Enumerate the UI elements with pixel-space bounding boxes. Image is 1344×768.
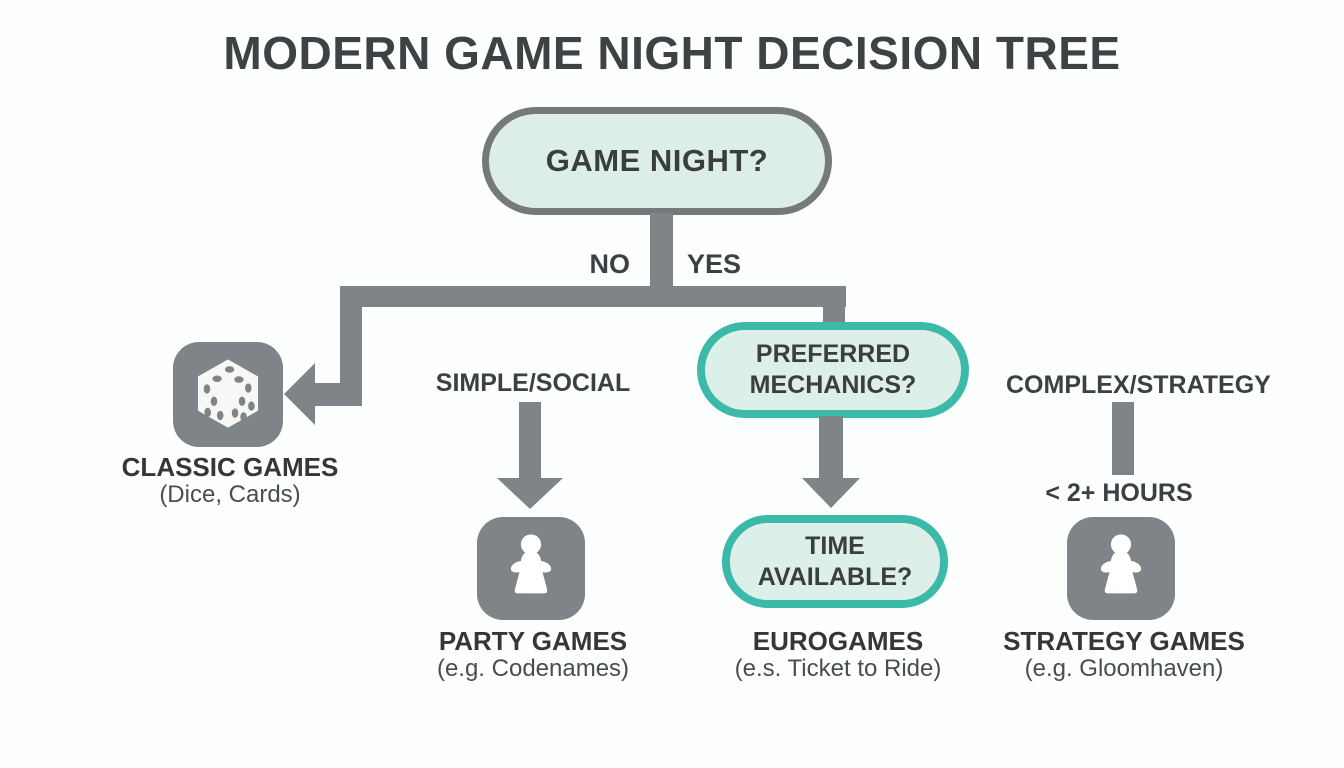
dice-icon <box>189 353 267 436</box>
edge-simple-arrow-shaft <box>519 402 541 479</box>
party-games-label: PARTY GAMES <box>438 626 628 656</box>
node-time-available: TIME AVAILABLE? <box>722 515 948 608</box>
edge-label-simple-social: SIMPLE/SOCIAL <box>435 369 631 397</box>
edge-mechanics-arrowhead <box>802 478 860 508</box>
edge-mechanics-arrow-shaft <box>819 416 843 479</box>
edge-label-complex-strategy: COMPLEX/STRATEGY <box>1006 371 1271 399</box>
node-preferred-mechanics-line2: MECHANICS? <box>749 371 917 399</box>
page-title: MODERN GAME NIGHT DECISION TREE <box>223 27 1121 79</box>
edge-complex-vertical <box>1112 402 1134 475</box>
strategy-games-box <box>1067 517 1175 620</box>
meeple-icon <box>1085 528 1157 609</box>
eurogames-example: (e.s. Ticket to Ride) <box>734 655 942 682</box>
party-games-example: (e.g. Codenames) <box>436 655 630 682</box>
classic-games-label: CLASSIC GAMES <box>121 452 339 482</box>
edge-root-stem <box>650 213 673 289</box>
node-game-night: GAME NIGHT? <box>482 107 832 215</box>
edge-simple-arrowhead <box>497 478 563 509</box>
node-preferred-mechanics-line1: PREFERRED <box>755 340 911 368</box>
classic-games-box <box>173 342 283 447</box>
edge-label-time-threshold: < 2+ HOURS <box>1045 479 1193 507</box>
edge-no-vertical <box>340 286 362 406</box>
node-time-available-line1: TIME <box>805 531 865 560</box>
node-time-available-line2: AVAILABLE? <box>757 562 913 591</box>
node-game-night-label: GAME NIGHT? <box>545 143 769 178</box>
branch-label-yes: YES <box>687 249 742 279</box>
edge-split-horizontal <box>340 286 846 307</box>
edge-yes-vertical <box>823 286 845 328</box>
node-preferred-mechanics: PREFERRED MECHANICS? <box>697 322 969 418</box>
party-games-box <box>477 517 585 620</box>
eurogames-label: EUROGAMES <box>752 626 924 656</box>
branch-label-no: NO <box>589 249 631 279</box>
edge-no-arrowhead <box>284 363 315 425</box>
strategy-games-example: (e.g. Gloomhaven) <box>1024 655 1224 682</box>
meeple-icon <box>495 528 567 609</box>
strategy-games-label: STRATEGY GAMES <box>1003 626 1245 656</box>
classic-games-example: (Dice, Cards) <box>159 481 301 508</box>
edge-no-arrow-shaft <box>310 383 352 406</box>
